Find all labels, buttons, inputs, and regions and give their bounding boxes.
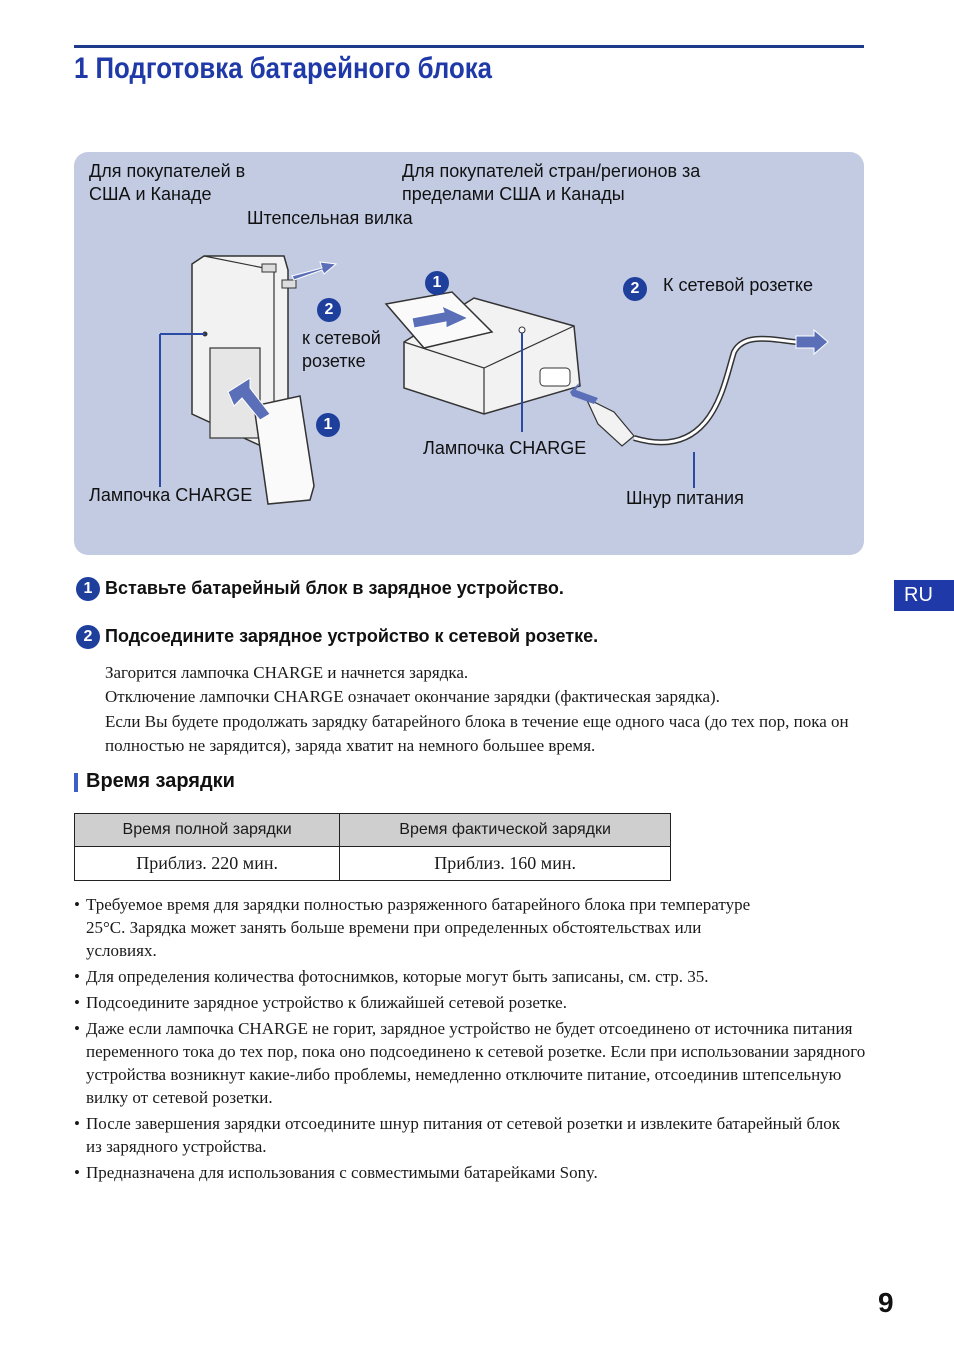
list-item: Для определения количества фотоснимков, …	[74, 965, 874, 988]
label-charge-lamp-right: Лампочка CHARGE	[423, 438, 587, 458]
language-tab: RU	[894, 580, 954, 611]
step-2-body-line-1: Загорится лампочка CHARGE и начнется зар…	[105, 663, 469, 682]
page-number: 9	[878, 1287, 894, 1318]
list-item: Предназначена для использования с совмес…	[74, 1161, 874, 1184]
charging-time-table: Время полной зарядки Время фактической з…	[73, 813, 671, 881]
label-power-cord: Шнур питания	[626, 488, 744, 508]
charging-time-title: Время зарядки	[86, 770, 235, 792]
subsection-marker	[74, 773, 78, 792]
step-2-text: Подсоедините зарядное устройство к сетев…	[105, 626, 599, 646]
list-item: После завершения зарядки отсоедините шну…	[74, 1112, 846, 1158]
list-item: Даже если лампочка CHARGE не горит, заря…	[74, 1017, 876, 1109]
label-other-regions: Для покупателей стран/регионов за предел…	[402, 161, 701, 204]
charger-us-illustration	[159, 255, 338, 505]
list-item: Подсоедините зарядное устройство к ближа…	[74, 991, 874, 1014]
page-title: 1 Подготовка батарейного блока	[74, 52, 493, 85]
table-header-actual: Время фактической зарядки	[339, 813, 671, 847]
list-item: Требуемое время для зарядки полностью ра…	[74, 893, 776, 962]
marker-2-left: 2	[317, 298, 341, 322]
marker-1-left: 1	[316, 413, 340, 437]
charger-illustration	[159, 255, 829, 505]
table-header-row: Время полной зарядки Время фактической з…	[73, 813, 671, 847]
label-to-outlet-small: к сетевой розетке	[302, 328, 381, 371]
table-cell-full: Приблиз. 220 мин.	[73, 846, 341, 881]
table-row: Приблиз. 220 мин. Приблиз. 160 мин.	[73, 846, 671, 881]
label-us-canada: Для покупателей в США и Канаде	[89, 161, 246, 204]
step-1-text: Вставьте батарейный блок в зарядное устр…	[105, 578, 564, 598]
step-2-body-line-3: Если Вы будете продолжать зарядку батаре…	[105, 712, 849, 755]
step-2-number: 2	[76, 625, 100, 649]
marker-1-right: 1	[425, 271, 449, 295]
step-1-number: 1	[76, 577, 100, 601]
table-cell-actual: Приблиз. 160 мин.	[339, 846, 671, 881]
marker-2-right: 2	[623, 277, 647, 301]
label-plug: Штепсельная вилка	[247, 208, 413, 228]
title-rule	[74, 45, 864, 48]
notes-list: Требуемое время для зарядки полностью ра…	[74, 893, 874, 1187]
charger-intl-illustration	[384, 291, 829, 488]
step-2-body-line-2: Отключение лампочки CHARGE означает окон…	[105, 687, 720, 706]
label-to-outlet: К сетевой розетке	[663, 275, 813, 295]
label-charge-lamp-left: Лампочка CHARGE	[89, 485, 253, 505]
table-header-full: Время полной зарядки	[73, 813, 341, 847]
